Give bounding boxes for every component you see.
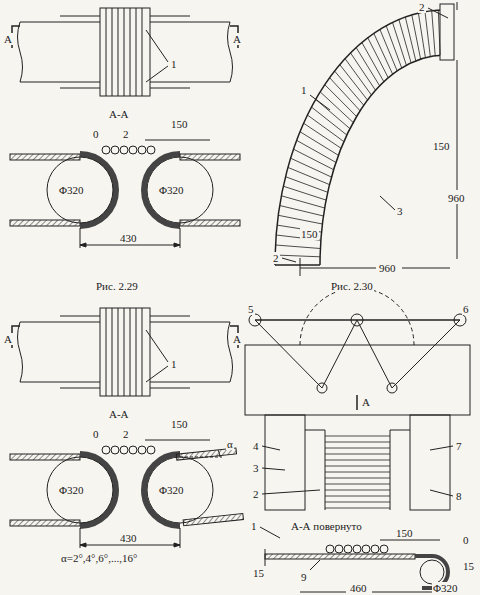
dimension-label: 150 xyxy=(432,140,451,152)
segment-stroke xyxy=(325,502,390,503)
segment-stroke xyxy=(325,478,390,479)
segment-stroke xyxy=(325,460,390,461)
callout-number: 1 xyxy=(250,520,258,532)
section-mark: A xyxy=(3,33,13,45)
angle-label: α xyxy=(226,438,234,450)
segment-stroke xyxy=(386,26,402,68)
section-mark: A xyxy=(232,33,242,45)
callout-number: 4 xyxy=(252,440,260,452)
callout-number: 2 xyxy=(122,428,130,440)
dimension-label: Φ320 xyxy=(432,582,459,594)
dimension-label: 0 xyxy=(92,428,100,440)
dimension-label: 150 xyxy=(300,228,319,240)
dimension-label: 150 xyxy=(170,418,189,430)
section-mark: A xyxy=(361,396,371,408)
segment-stroke xyxy=(288,167,330,184)
segment-stroke xyxy=(325,436,390,437)
section-label: А-А повернуто xyxy=(290,520,363,532)
callout-number: 1 xyxy=(300,84,308,96)
segment-stroke xyxy=(281,196,324,208)
dimension-label: 460 xyxy=(349,582,368,594)
segment-stroke xyxy=(425,12,430,57)
segment-stroke xyxy=(278,215,322,224)
segment-stroke xyxy=(300,132,338,156)
segment-stroke xyxy=(438,10,440,55)
callout-number: 3 xyxy=(252,462,260,474)
callout-number: 5 xyxy=(247,303,255,315)
segment-stroke xyxy=(286,177,328,193)
callout-number: 7 xyxy=(455,440,463,452)
segment-stroke xyxy=(405,17,416,61)
dimension-label: 150 xyxy=(170,118,189,130)
segment-stroke xyxy=(399,20,411,63)
callout-number: 1 xyxy=(170,358,178,370)
dimension-label: 960 xyxy=(447,192,466,204)
section-label: А-А xyxy=(108,408,130,420)
dimension-label: 0 xyxy=(462,534,470,546)
segment-stroke xyxy=(325,508,390,509)
segment-stroke xyxy=(393,23,407,66)
section-mark: A xyxy=(3,333,13,345)
segment-stroke xyxy=(304,123,341,148)
segment-stroke xyxy=(276,245,321,249)
dimension-label: 0 xyxy=(92,128,100,140)
dimension-label: 430 xyxy=(119,532,138,544)
section-mark: A xyxy=(232,333,242,345)
segment-stroke xyxy=(275,255,320,257)
callout-number: 2 xyxy=(122,128,130,140)
callout-number: 2 xyxy=(252,488,260,500)
segment-stroke xyxy=(297,140,336,162)
dimension-label: 960 xyxy=(378,262,397,274)
segment-stroke xyxy=(291,158,332,177)
callout-number: 9 xyxy=(300,571,308,583)
segment-stroke xyxy=(325,454,390,455)
figure-caption: Рис. 2.29 xyxy=(95,280,139,292)
segment-stroke xyxy=(418,13,425,58)
dimension-label: Φ320 xyxy=(158,184,185,196)
segment-stroke xyxy=(325,442,390,443)
callout-number: 6 xyxy=(462,303,470,315)
segment-stroke xyxy=(325,466,390,467)
segment-stroke xyxy=(325,472,390,473)
segment-stroke xyxy=(325,484,390,485)
dimension-label: 150 xyxy=(395,527,414,539)
section-label: А-А xyxy=(108,108,130,120)
callout-number: 2 xyxy=(272,252,280,264)
segment-stroke xyxy=(432,11,436,56)
dimension-label: 15 xyxy=(252,567,265,579)
callout-number: 3 xyxy=(396,205,404,217)
dimension-label: Φ320 xyxy=(58,484,85,496)
callout-number: 1 xyxy=(170,58,178,70)
angle-note: α=2°,4°,6°,...,16° xyxy=(60,552,138,564)
dimension-label: Φ320 xyxy=(58,184,85,196)
segment-stroke xyxy=(325,490,390,491)
callout-number: 8 xyxy=(455,490,463,502)
segment-stroke xyxy=(294,149,334,170)
segment-stroke xyxy=(325,496,390,497)
segment-stroke xyxy=(280,206,324,217)
segment-stroke xyxy=(325,448,390,449)
callout-number: 2 xyxy=(418,1,426,13)
dimension-label: 15 xyxy=(462,560,475,572)
dimension-label: 430 xyxy=(119,232,138,244)
segment-stroke xyxy=(412,15,421,59)
figure-caption: Рис. 2.30 xyxy=(330,280,374,292)
dimension-label: Φ320 xyxy=(158,484,185,496)
